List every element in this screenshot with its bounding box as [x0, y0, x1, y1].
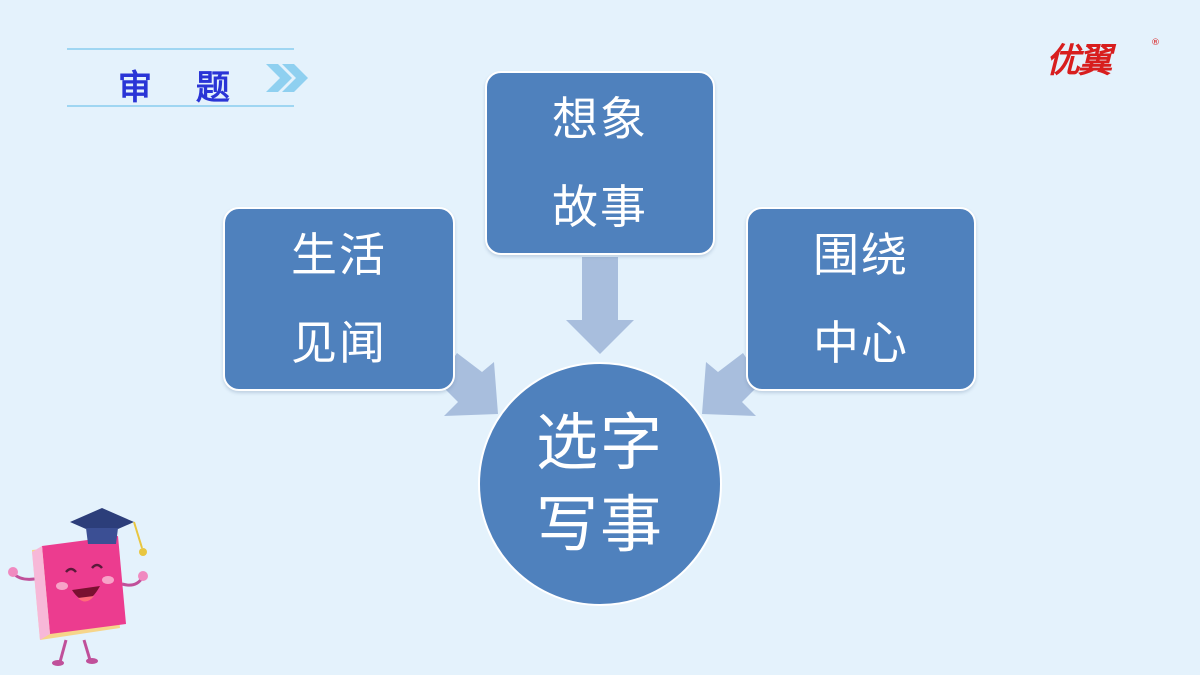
book-mascot-icon [8, 508, 148, 666]
node-center-line-1: 选字 [535, 406, 664, 479]
page-title: 审 题 [118, 68, 246, 108]
node-left-line-2: 见闻 [291, 316, 387, 370]
node-top-line-1: 想象 [552, 92, 648, 146]
node-center-line-2: 写事 [535, 488, 664, 561]
node-top-line-2: 故事 [552, 180, 648, 234]
node-around-center: 围绕 中心 [746, 207, 976, 391]
double-chevron-icon [266, 64, 308, 92]
node-imagined-story: 想象 故事 [485, 71, 715, 255]
node-life-experience: 生活 见闻 [223, 207, 455, 391]
node-right-line-1: 围绕 [813, 228, 909, 282]
node-right-line-2: 中心 [813, 316, 909, 370]
header-line-top [67, 48, 294, 50]
arrow-top-to-center [566, 257, 634, 354]
logo-icon: 优翼 ® [1046, 38, 1160, 82]
logo-text: 优翼 [1046, 41, 1112, 81]
node-left-line-1: 生活 [291, 228, 387, 282]
header-line-bottom [67, 105, 294, 107]
node-center-circle: 选字 写事 [478, 362, 722, 606]
logo-registered-mark: ® [1151, 38, 1160, 48]
